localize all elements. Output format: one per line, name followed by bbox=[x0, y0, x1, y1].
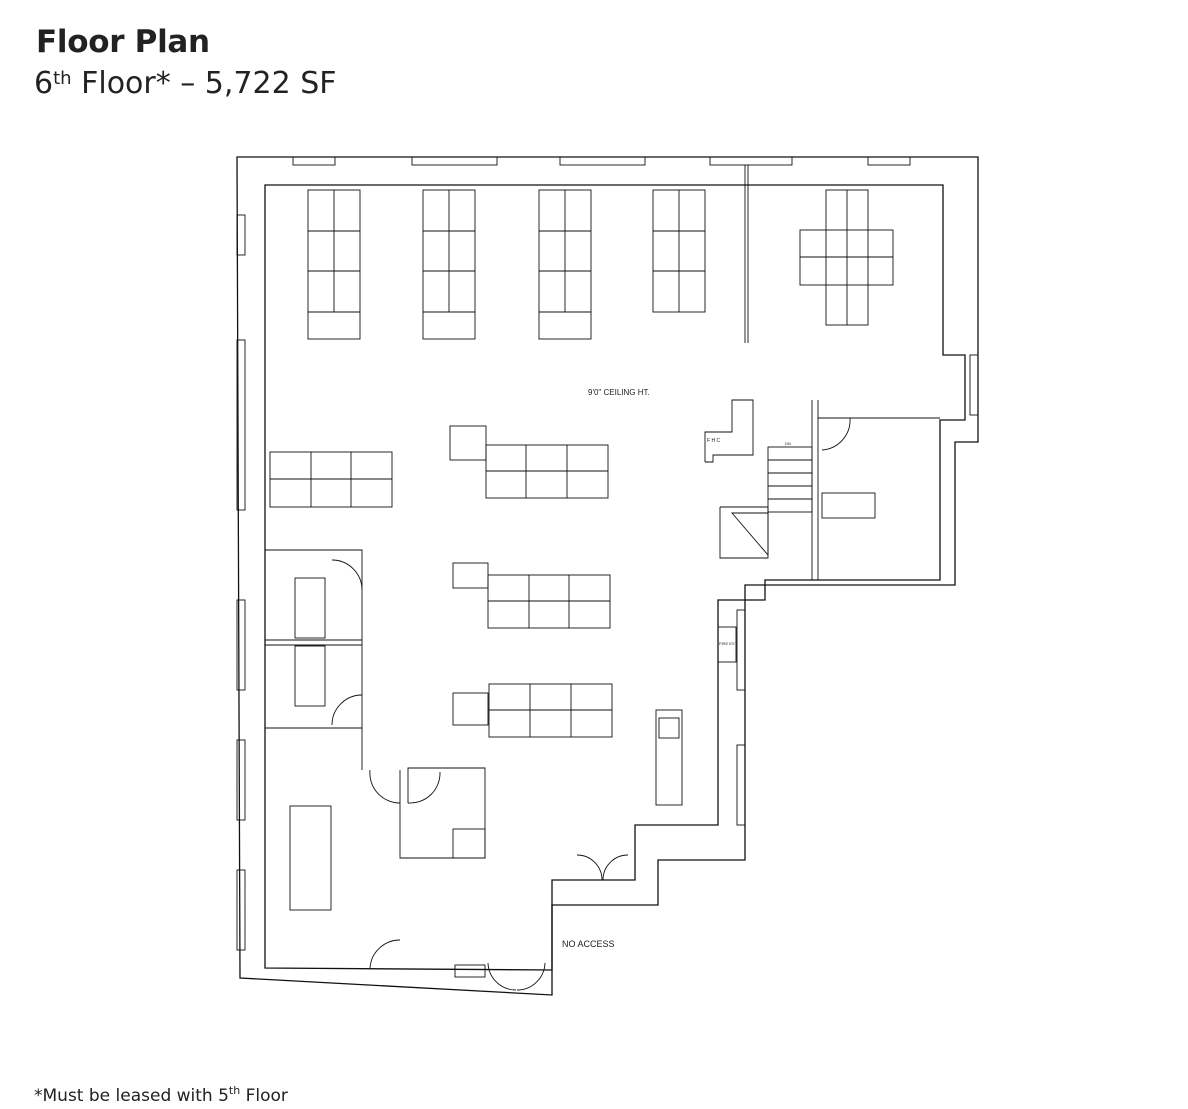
floor-subtitle: 6th Floor* – 5,722 SF bbox=[34, 66, 337, 101]
workstations-top bbox=[307, 189, 894, 340]
stair-dn-label: DN bbox=[785, 441, 791, 446]
floor-ordinal: th bbox=[53, 68, 72, 89]
offices bbox=[265, 549, 486, 969]
page-title: Floor Plan bbox=[36, 24, 210, 60]
fhc-label: F H C bbox=[707, 438, 720, 444]
footnote: *Must be leased with 5th Floor bbox=[34, 1084, 288, 1106]
ceiling-height-label: 9'0" CEILING HT. bbox=[588, 388, 650, 397]
window-bays bbox=[236, 156, 979, 951]
inner-wall bbox=[264, 184, 966, 971]
fire-ext-label: FIRE EXT bbox=[719, 641, 738, 646]
outer-wall bbox=[236, 156, 979, 996]
stair-core bbox=[704, 399, 940, 580]
footnote-suffix: Floor bbox=[240, 1086, 288, 1106]
floor-area: Floor* – 5,722 SF bbox=[71, 66, 337, 101]
floor-number: 6 bbox=[34, 66, 54, 101]
footnote-text: *Must be leased with 5 bbox=[34, 1086, 229, 1106]
footnote-ordinal: th bbox=[228, 1084, 241, 1097]
entry-doors bbox=[454, 854, 629, 991]
kitchenette bbox=[655, 626, 737, 806]
no-access-label: NO ACCESS bbox=[562, 939, 615, 949]
workstations-middle bbox=[269, 425, 613, 738]
